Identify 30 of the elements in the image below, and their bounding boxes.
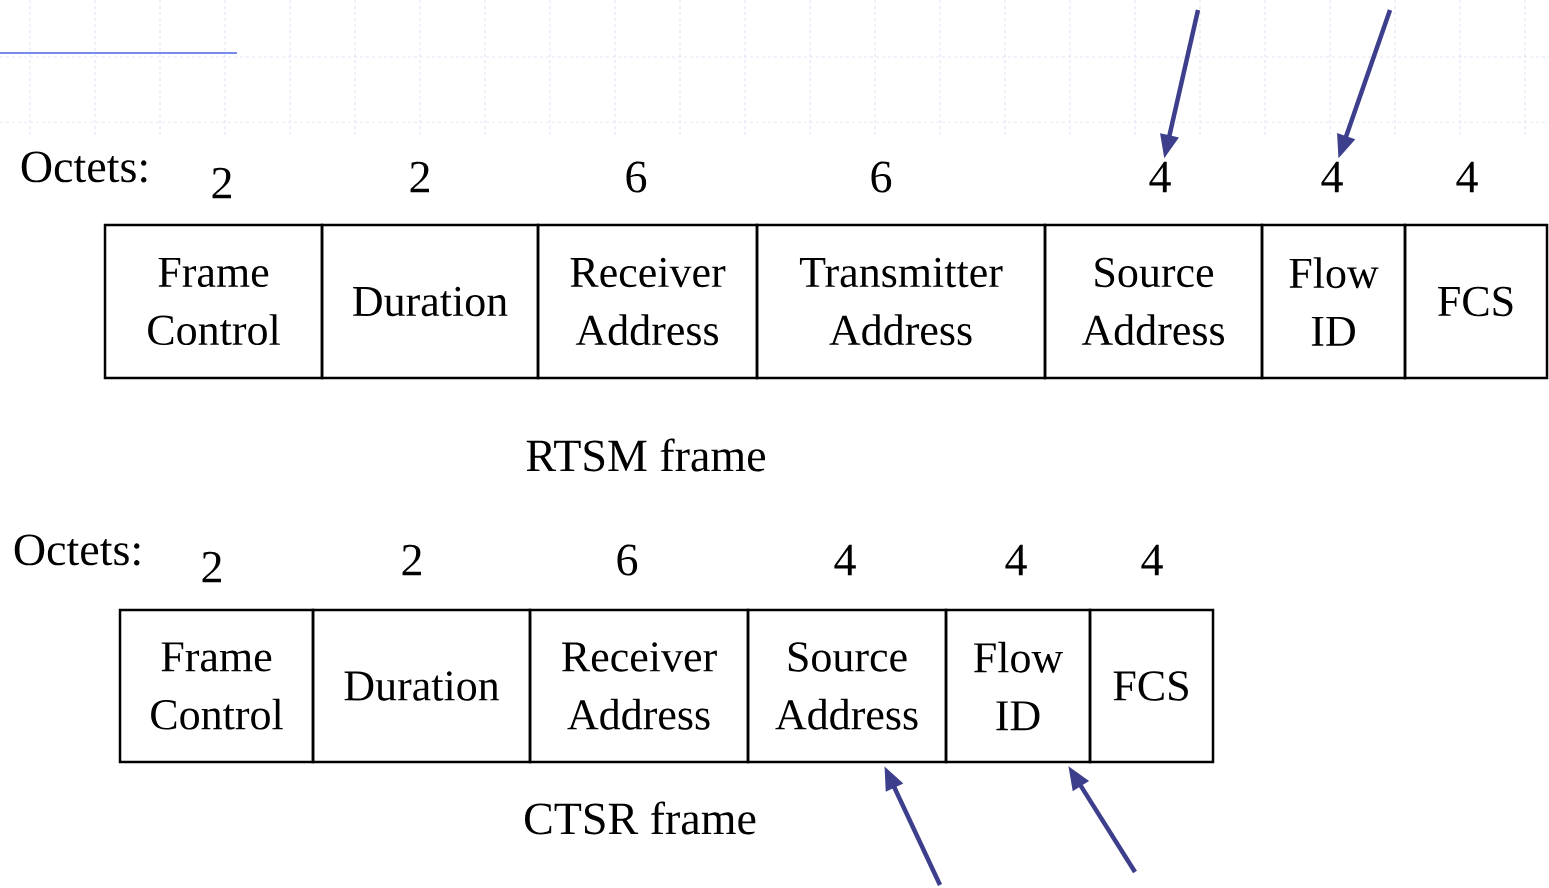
field-cell: Source Address	[1043, 223, 1264, 380]
octet-count: 2	[410, 161, 429, 193]
octet-count: 4	[1141, 544, 1163, 576]
octet-count: 4	[834, 544, 856, 576]
octet-count: 2	[202, 551, 221, 583]
octet-count: 4	[1149, 161, 1171, 193]
octet-count: 2	[212, 167, 231, 199]
field-cell: Frame Control	[103, 223, 324, 380]
frame-caption: RTSM frame	[526, 438, 765, 472]
field-cell: Duration	[320, 223, 540, 380]
octet-count: 6	[617, 544, 638, 576]
field-cell: Flow ID	[1260, 223, 1407, 380]
octet-count: 6	[626, 161, 647, 193]
field-cell: Frame Control	[118, 608, 315, 764]
octet-count: 4	[1456, 161, 1478, 193]
octet-count: 6	[871, 161, 892, 193]
frame-caption: CTSR frame	[525, 801, 756, 835]
field-cell: Transmitter Address	[755, 223, 1047, 380]
field-cell: FCS	[1088, 608, 1215, 764]
field-cell: Source Address	[746, 608, 948, 764]
octet-count: 4	[1005, 544, 1027, 576]
octet-count: 2	[402, 544, 421, 576]
field-cell: Duration	[311, 608, 532, 764]
field-cell: Receiver Address	[536, 223, 759, 380]
octet-count: 4	[1321, 161, 1343, 193]
field-cell: Flow ID	[944, 608, 1092, 764]
field-cell: Receiver Address	[528, 608, 750, 764]
field-cell: FCS	[1403, 223, 1549, 380]
octets-label: Octets:	[14, 534, 140, 566]
octets-label: Octets:	[21, 151, 147, 183]
